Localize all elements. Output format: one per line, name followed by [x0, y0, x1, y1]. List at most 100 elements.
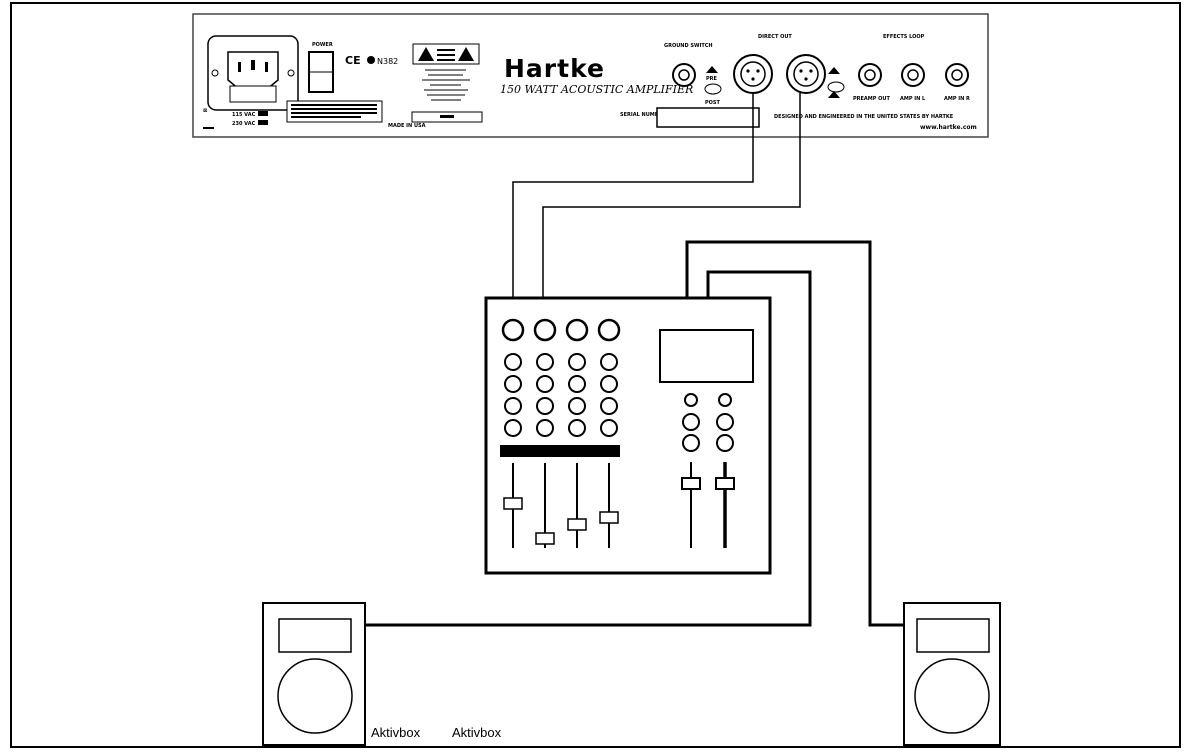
channel-knob-icon [504, 353, 522, 371]
effects-loop-label: EFFECTS LOOP [883, 34, 925, 40]
stereo-arrow-icon [828, 67, 840, 74]
channel-knob-icon [536, 397, 554, 415]
preamp-out-jack-inner-icon [864, 69, 876, 81]
preamp-out-label: PREAMP OUT [853, 96, 890, 102]
voltage-230-label: 230 VAC [232, 121, 256, 127]
stereo-mono-switch-icon [827, 81, 845, 93]
channel-knob-icon [568, 397, 586, 415]
master-knob-icon [684, 393, 698, 407]
power-inlet-plate [207, 35, 299, 111]
socket-pin-icon [238, 62, 241, 72]
voltage-selector-icon [258, 111, 268, 116]
socket-pin-icon [251, 60, 255, 70]
ce-mark: CE [345, 54, 361, 67]
ground-jack-inner-icon [678, 69, 690, 81]
website-label: www.hartke.com [920, 124, 977, 131]
speaker-right-panel [916, 618, 990, 653]
channel-knob-icon [504, 375, 522, 393]
speaker-left-cone-icon [277, 658, 353, 734]
cable-direct-out-left [512, 93, 754, 320]
xlr-pin-icon [746, 69, 750, 73]
mixer-input-1-icon [501, 318, 525, 342]
channel-knob-icon [536, 353, 554, 371]
speaker-right-caption: Aktivbox [452, 725, 502, 740]
direct-out-label: DIRECT OUT [758, 34, 792, 40]
serial-label: SERIAL NUMBER [620, 112, 666, 118]
channel-knob-icon [568, 375, 586, 393]
channel-knob-icon [568, 353, 586, 371]
channel-label-strip [500, 445, 620, 457]
channel-knob-icon [536, 419, 554, 437]
xlr-out-left-icon [733, 54, 773, 94]
speaker-right [903, 602, 1001, 746]
channel-knob-icon [600, 419, 618, 437]
cable-direct-out-right [542, 93, 801, 320]
master-knob-icon [718, 393, 732, 407]
master-knobs [682, 393, 734, 452]
amp-in-r-jack-inner-icon [951, 69, 963, 81]
channel-knob-icon [536, 375, 554, 393]
pre-label: PRE [706, 76, 718, 82]
xlr-pin-icon [809, 69, 813, 73]
xlr-pin-icon [799, 69, 803, 73]
diagram-frame [10, 2, 1181, 748]
mixer-input-2-icon [533, 318, 557, 342]
channel-knob-icon [600, 353, 618, 371]
master-fader-cap-icon [681, 477, 701, 490]
mixer-input-4-icon [597, 318, 621, 342]
master-knob-icon [716, 413, 734, 431]
channel-faders [503, 463, 619, 548]
warning-text-icon [437, 49, 455, 51]
channel-knob-icon [600, 375, 618, 393]
channel-fader-cap-icon [535, 532, 555, 545]
cable-mixer-to-right-box [685, 240, 904, 627]
channel-knobs [504, 353, 618, 437]
socket-pin-icon [265, 62, 268, 72]
warning-text-icon [437, 59, 455, 61]
speaker-right-cone-icon [914, 658, 990, 734]
xlr-out-right-inner-icon [793, 61, 819, 87]
pre-arrow-icon [706, 66, 718, 73]
xlr-pin-icon [751, 77, 755, 81]
master-knob-icon [682, 434, 700, 452]
channel-fader-cap-icon [503, 497, 523, 510]
channel-knob-icon [600, 397, 618, 415]
xlr-pin-icon [756, 69, 760, 73]
amp-in-l-label: AMP IN L [900, 96, 926, 102]
channel-knob-icon [504, 419, 522, 437]
power-inlet [207, 35, 299, 111]
mixer-display [659, 329, 754, 383]
warning-text-icon [437, 54, 455, 56]
power-label: POWER [312, 42, 333, 48]
channel-knob-icon [504, 397, 522, 415]
made-in-label: MADE IN USA [388, 123, 426, 129]
cert-logo-icon [367, 56, 375, 64]
xlr-out-right-icon [786, 54, 826, 94]
warning-triangle-icon [458, 47, 474, 61]
amp-model-line: 150 WATT ACOUSTIC AMPLIFIER [500, 83, 693, 96]
cables [365, 93, 904, 627]
voltage-115-label: 115 VAC [232, 112, 256, 118]
cert-code: N382 [377, 57, 398, 66]
mono-arrow-icon [828, 91, 840, 98]
ground-switch-label: GROUND SWITCH [664, 43, 713, 49]
amplifier-rear-panel: 115 VAC 230 VAC ⊠ POWER CE N382 [192, 13, 989, 138]
post-label: POST [705, 100, 721, 106]
master-fader-cap-icon [715, 477, 735, 490]
speaker-left-panel [278, 618, 352, 653]
cable-mixer-to-left-box [365, 270, 812, 627]
pre-post-switch-icon [704, 83, 722, 95]
warning-triangle-icon [418, 47, 434, 61]
spec-text-icon [440, 115, 454, 118]
weee-mark-icon: ⊠ [203, 108, 207, 114]
speaker-left-caption: Aktivbox [371, 725, 421, 740]
xlr-pin-icon [804, 77, 808, 81]
speaker-left [262, 602, 366, 746]
channel-fader-cap-icon [599, 511, 619, 524]
mixer-input-3-icon [565, 318, 589, 342]
inlet-screw-right-icon [287, 69, 295, 77]
serial-number-box [656, 107, 760, 128]
voltage-selector-icon [258, 120, 268, 125]
master-knob-icon [716, 434, 734, 452]
